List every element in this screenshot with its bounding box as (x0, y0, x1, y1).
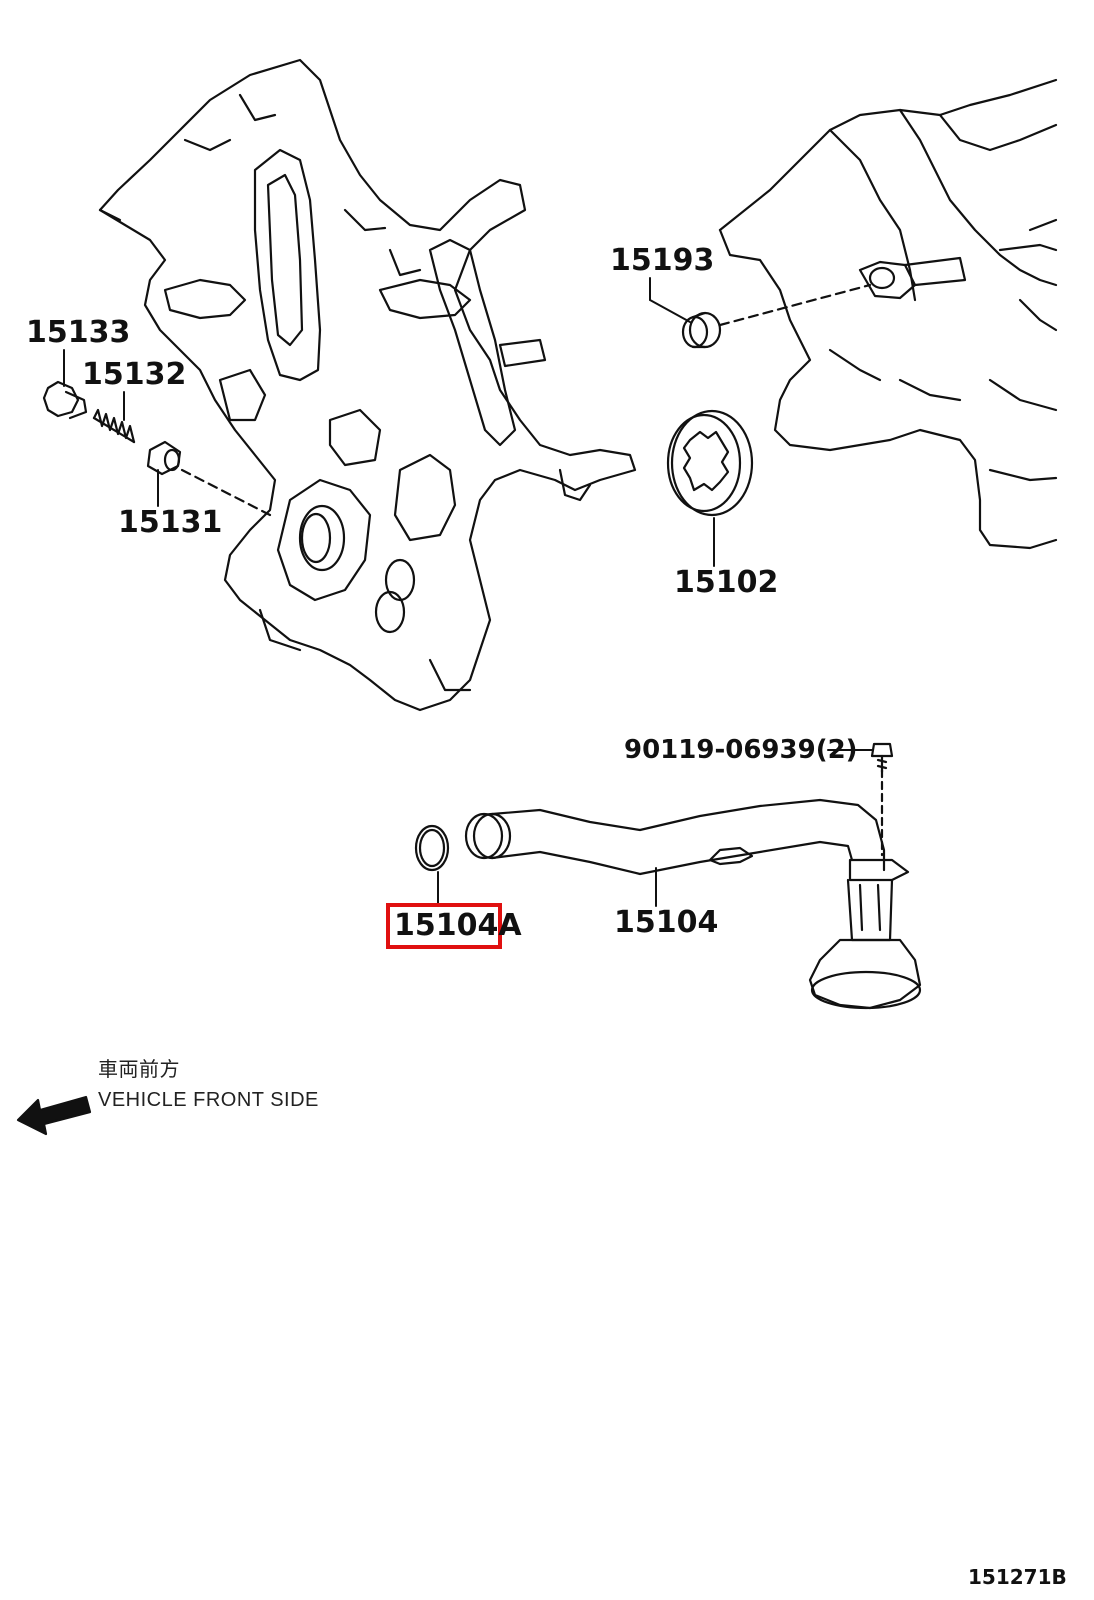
front-direction-arrow (16, 1095, 92, 1136)
label-15131: 15131 (118, 505, 223, 540)
label-15102: 15102 (674, 565, 779, 600)
illustration-code: 151271B (968, 1565, 1067, 1589)
oil-strainer-illustration (464, 742, 922, 1010)
part-15193-sleeve (681, 283, 872, 349)
label-15193: 15193 (610, 243, 715, 278)
part-15102-rotor (666, 409, 754, 517)
part-15104A-gasket (414, 824, 450, 872)
label-15132: 15132 (82, 357, 187, 392)
direction-note-english: VEHICLE FRONT SIDE (98, 1089, 319, 1111)
label-15104: 15104 (614, 905, 719, 940)
label-15104A[interactable]: 15104A (394, 908, 522, 943)
relief-valve-parts (42, 380, 272, 517)
timing-cover-illustration (98, 58, 637, 712)
engine-block-illustration (718, 78, 1058, 550)
direction-note-japanese: 車両前方 (98, 1059, 180, 1081)
leader-lines (63, 277, 873, 907)
label-15133: 15133 (26, 315, 131, 350)
label-bolt-90119-06939: 90119-06939(2) (624, 735, 858, 765)
highlight-box-15104A (386, 903, 502, 949)
